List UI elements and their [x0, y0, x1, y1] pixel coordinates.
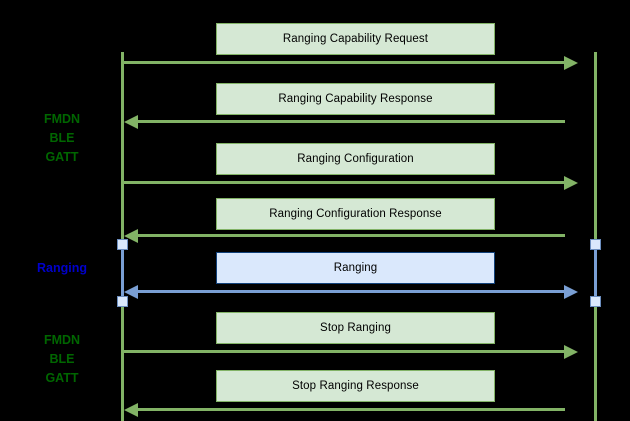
message-arrow-line-ranging: [136, 290, 566, 293]
phase-label-line-ble: BLE: [49, 352, 75, 366]
message-label: Ranging Capability Request: [282, 33, 429, 45]
phase-label-line-gatt: GATT: [45, 150, 79, 164]
message-arrow-line-ranging-capability-response: [136, 120, 565, 123]
message-label: Ranging: [333, 262, 378, 274]
message-label: Ranging Capability Response: [278, 93, 433, 105]
lifeline-left-ranging-segment: [121, 244, 124, 304]
message-box-ranging[interactable]: Ranging: [216, 252, 495, 284]
message-box-ranging-capability-response[interactable]: Ranging Capability Response: [216, 83, 495, 115]
lifeline-left-upper: [121, 52, 124, 244]
activation-marker-left-end: [117, 296, 128, 307]
phase-label-ranging: Ranging: [22, 259, 102, 278]
activation-marker-left-start: [117, 239, 128, 250]
activation-marker-right-start: [590, 239, 601, 250]
message-arrow-line-ranging-configuration-response: [136, 234, 565, 237]
message-label: Ranging Configuration: [297, 153, 414, 165]
message-label: Stop Ranging: [320, 322, 391, 334]
phase-label-line-fmdn: FMDN: [43, 112, 81, 126]
phase-label-line-ranging: Ranging: [37, 261, 87, 275]
message-arrow-line-stop-ranging: [124, 350, 566, 353]
message-arrowhead-left-ranging-capability-response: [124, 114, 138, 129]
message-box-stop-ranging-response[interactable]: Stop Ranging Response: [216, 370, 495, 402]
message-arrowhead-right-stop-ranging: [564, 344, 578, 359]
message-box-stop-ranging[interactable]: Stop Ranging: [216, 312, 495, 344]
phase-label-fmdn-ble-gatt-bottom: FMDN BLE GATT: [22, 331, 102, 388]
message-box-ranging-configuration[interactable]: Ranging Configuration: [216, 143, 495, 175]
phase-label-fmdn-ble-gatt-top: FMDN BLE GATT: [22, 110, 102, 167]
message-arrowhead-left-ranging-configuration-response: [124, 228, 138, 243]
message-arrow-line-ranging-configuration: [124, 181, 566, 184]
lifeline-right-ranging-segment: [594, 244, 597, 304]
message-arrow-line-ranging-capability-request: [124, 61, 566, 64]
lifeline-right-upper: [594, 52, 597, 244]
activation-marker-right-end: [590, 296, 601, 307]
message-arrowhead-left-stop-ranging-response: [124, 402, 138, 417]
message-label: Ranging Configuration Response: [269, 208, 442, 220]
phase-label-line-fmdn: FMDN: [43, 333, 81, 347]
message-arrow-line-stop-ranging-response: [136, 408, 565, 411]
message-arrowhead-left-ranging: [124, 284, 138, 299]
message-arrowhead-right-ranging: [564, 284, 578, 299]
message-arrowhead-right-ranging-capability-request: [564, 55, 578, 70]
message-box-ranging-configuration-response[interactable]: Ranging Configuration Response: [216, 198, 495, 230]
lifeline-right-lower: [594, 304, 597, 421]
lifeline-left-lower: [121, 304, 124, 421]
message-label: Stop Ranging Response: [292, 380, 419, 392]
message-arrowhead-right-ranging-configuration: [564, 175, 578, 190]
phase-label-line-gatt: GATT: [45, 371, 79, 385]
phase-label-line-ble: BLE: [49, 131, 75, 145]
message-box-ranging-capability-request[interactable]: Ranging Capability Request: [216, 23, 495, 55]
